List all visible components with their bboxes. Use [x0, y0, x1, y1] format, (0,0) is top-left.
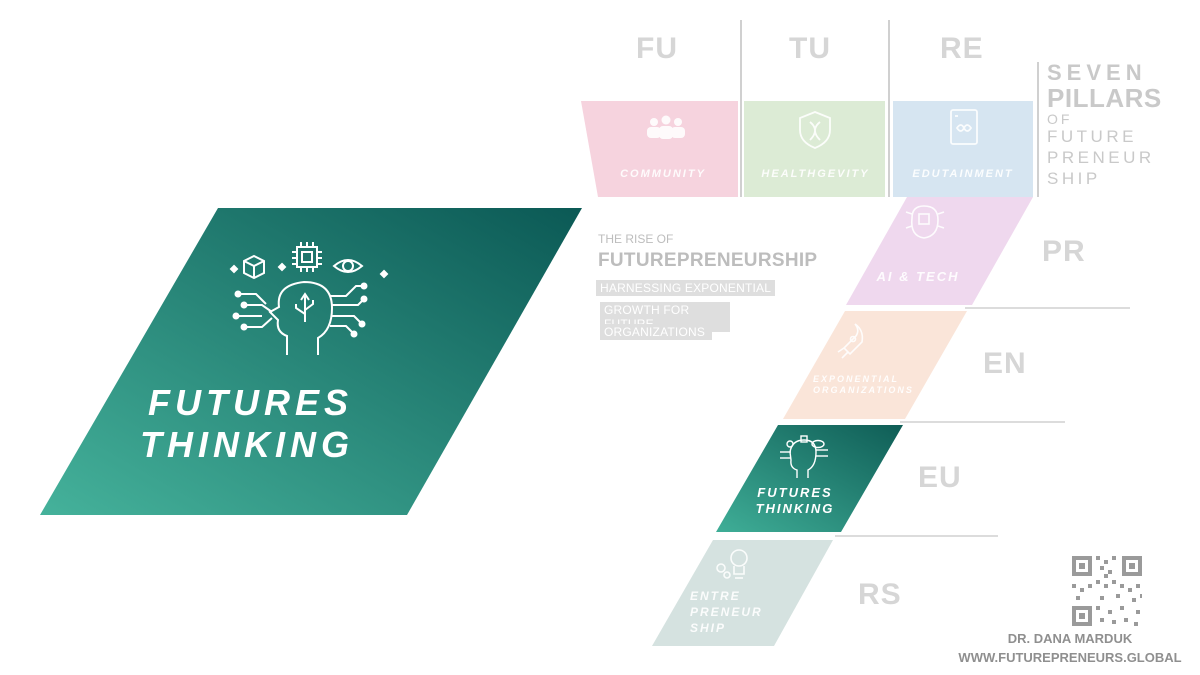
- title-line: OF: [1047, 111, 1073, 127]
- pillar-edutainment: [893, 101, 1033, 197]
- pillar-exponential: [783, 311, 967, 419]
- pillar-label-line: SHIP: [690, 621, 727, 635]
- title-line: PILLARS: [1047, 83, 1162, 113]
- pillar-futures-thinking: [716, 425, 903, 532]
- credit-name: DR. DANA MARDUK: [1007, 631, 1133, 646]
- syllable-fu: FU: [636, 32, 678, 65]
- pillar-label-ai-tech: AI & TECH: [876, 269, 960, 284]
- rise-small: THE RISE OF: [598, 232, 674, 246]
- rise-tag: HARNESSING EXPONENTIAL: [596, 280, 776, 296]
- syllable-en: EN: [983, 347, 1027, 380]
- brain-chip-icon: [905, 205, 945, 239]
- rocket-icon: [837, 323, 864, 359]
- pillar-label-line: ORGANIZATIONS: [813, 385, 914, 395]
- pillar-ai-tech: [846, 197, 1033, 305]
- people-icon: [647, 115, 685, 139]
- title-line: PRENEUR: [1047, 148, 1155, 167]
- hero-futures-thinking: [40, 208, 582, 515]
- syllable-pr: PR: [1042, 235, 1086, 268]
- shield-dna-icon: [799, 111, 831, 149]
- head-circuit-icon: [780, 435, 828, 478]
- pillar-entrepreneurship: [652, 540, 833, 646]
- hero-title: FUTURES THINKING: [140, 382, 390, 466]
- rise-tag: ORGANIZATIONS: [600, 324, 712, 340]
- pillar-label-line: ENTRE: [690, 589, 741, 603]
- hero-title-line: THINKING: [140, 424, 354, 465]
- rise-big: FUTUREPRENEURSHIP: [598, 250, 818, 271]
- title-line: FUTURE: [1047, 127, 1137, 146]
- pillar-label-edutainment: EDUTAINMENT: [912, 168, 1014, 180]
- credit-website: WWW.FUTUREPRENEURS.GLOBAL: [958, 650, 1182, 665]
- rise-block: THE RISE OF FUTUREPRENEURSHIP: [598, 232, 817, 272]
- syllable-tu: TU: [789, 32, 831, 65]
- pillar-label-community: COMMUNITY: [620, 168, 706, 180]
- pillar-label-futures-thinking: FUTURES THINKING: [745, 485, 845, 517]
- pillar-community: [581, 101, 738, 197]
- pillar-label-healthgevity: HEALTHGEVITY: [761, 168, 870, 180]
- syllable-eu: EU: [918, 461, 962, 494]
- pillar-label-line: FUTURES: [757, 485, 833, 500]
- title-line: SEVEN: [1047, 60, 1147, 85]
- pillar-label-entrepreneurship: ENTRE PRENEUR SHIP: [690, 588, 790, 636]
- pillar-healthgevity: [744, 101, 885, 197]
- pillar-label-exponential: EXPONENTIAL ORGANIZATIONS: [795, 374, 943, 396]
- pillar-label-line: THINKING: [755, 501, 835, 516]
- lightbulb-gears-icon: [716, 549, 748, 579]
- book-infinity-icon: [950, 109, 978, 145]
- pillar-label-line: PRENEUR: [690, 605, 763, 619]
- title-line: SHIP: [1047, 169, 1101, 188]
- seven-pillars-title: SEVEN PILLARS OF FUTURE PRENEUR SHIP: [1047, 60, 1162, 188]
- syllable-rs: RS: [858, 578, 902, 611]
- pillar-label-line: EXPONENTIAL: [813, 374, 900, 384]
- hero-title-line: FUTURES: [148, 382, 353, 423]
- qr-code-icon: [1072, 556, 1142, 626]
- head-circuit-icon: [229, 242, 389, 355]
- syllable-re: RE: [940, 32, 984, 65]
